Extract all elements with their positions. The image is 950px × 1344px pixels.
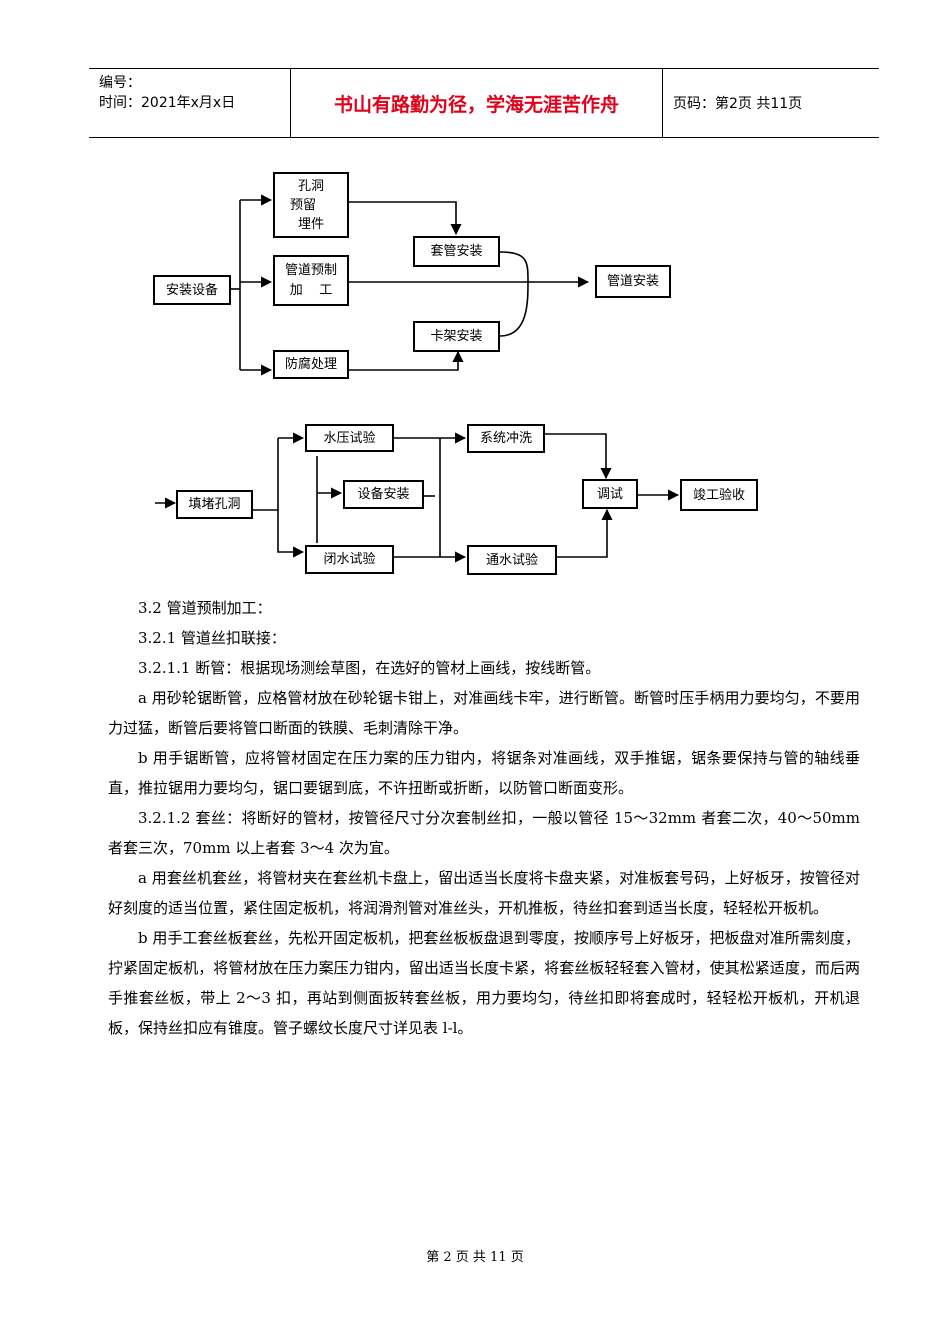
document-time-label: 时间：2021年x月x日 [99,95,236,111]
section-heading-3-2: 3.2 管道预制加工： [138,599,272,617]
box-holes-line1: 孔洞 [297,178,324,194]
box-flow-test-label: 通水试验 [485,552,538,568]
box-bracket-install: 卡架安装 [413,321,500,352]
box-holes-line2: 预留 [289,197,316,213]
box-install-equipment: 安装设备 [153,275,231,305]
box-debug: 调试 [582,479,638,509]
document-number-label: 编号： [99,75,141,91]
box-equipment-install-label: 设备安装 [357,487,410,502]
box-prefab-line2: 加 工 [289,282,333,298]
box-holes-line3: 埋件 [297,216,324,232]
box-pipe-install: 管道安装 [595,265,671,298]
box-pressure-test: 水压试验 [305,424,394,452]
page-footer: 第 2 页 共 11 页 [426,1250,524,1265]
box-closed-water-test-label: 闭水试验 [323,552,376,567]
paragraph-b-hand-saw-cut: b 用手锯断管，应将管材固定在压力案的压力钳内，将锯条对准画线，双手推锯，锯条要… [108,749,860,797]
page-header: 编号： 时间：2021年x月x日 书山有路勤为径，学海无涯苦作舟 页码：第2页 … [89,68,879,138]
box-anticorrosion-label: 防腐处理 [284,357,337,372]
paragraph-b-manual-threading: b 用手工套丝板套丝，先松开固定板机，把套丝板板盘退到零度，按顺序号上好板牙，把… [108,929,860,1037]
box-completion-acceptance-label: 竣工验收 [692,487,745,503]
box-pipe-install-label: 管道安装 [606,274,659,289]
header-meta: 编号： 时间：2021年x月x日 [89,69,291,137]
paragraph-a-threading-machine: a 用套丝机套丝，将管材夹在套丝机卡盘上，留出适当长度将卡盘夹紧，对准板套号码，… [108,869,860,917]
box-closed-water-test: 闭水试验 [305,545,394,574]
flow-diagram-connectors [155,194,680,563]
box-fill-holes-label: 填堵孔洞 [188,497,241,512]
paragraph-a-grinder-cut: a 用砂轮锯断管，应格管材放在砂轮锯卡钳上，对准画线卡牢，进行断管。断管时压手柄… [108,689,860,737]
paragraph-3-2-1-2: 3.2.1.2 套丝：将断好的管材，按管径尺寸分次套制丝扣，一般以管径 15～3… [108,809,860,857]
box-debug-label: 调试 [596,486,623,502]
box-pressure-test-label: 水压试验 [323,430,376,446]
section-heading-3-2-1: 3.2.1 管道丝扣联接： [138,629,286,647]
paragraph-3-2-1-1: 3.2.1.1 断管：根据现场测绘草图，在选好的管材上画线，按线断管。 [138,659,601,677]
box-system-flush: 系统冲洗 [467,424,545,453]
body-text: 3.2 管道预制加工： 3.2.1 管道丝扣联接： 3.2.1.1 断管：根据现… [108,593,860,1043]
box-anticorrosion: 防腐处理 [273,350,349,379]
box-holes-embedded-parts: 孔洞 预留 埋件 [273,172,349,238]
box-flow-test: 通水试验 [467,545,557,575]
box-completion-acceptance: 竣工验收 [680,479,758,511]
box-bracket-install-label: 卡架安装 [430,329,483,344]
box-system-flush-label: 系统冲洗 [479,431,532,446]
header-motto: 书山有路勤为径，学海无涯苦作舟 [291,69,663,137]
box-prefab-line1: 管道预制 [284,262,337,278]
box-pipe-prefabrication: 管道预制 加 工 [273,255,349,306]
box-sleeve-install: 套管安装 [413,236,500,267]
box-equipment-install: 设备安装 [343,480,424,509]
header-page-label: 页码：第2页 共11页 [673,96,803,112]
box-fill-holes: 填堵孔洞 [176,490,253,519]
box-install-equipment-label: 安装设备 [165,282,218,298]
box-sleeve-install-label: 套管安装 [430,244,483,259]
